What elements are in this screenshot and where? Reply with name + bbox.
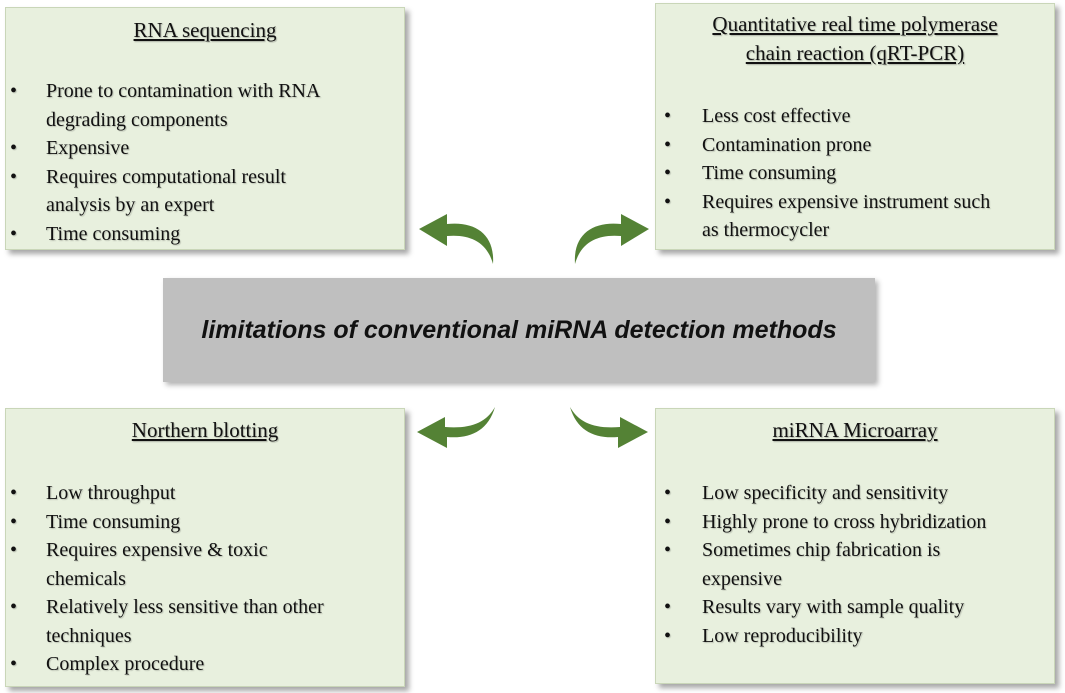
list-item: • Prone to contamination with RNA degradin… bbox=[6, 77, 404, 134]
list-item-text: Low specificity and sensitivity bbox=[702, 482, 949, 504]
list-item-text: Low reproducibility bbox=[702, 624, 863, 647]
list-item: • Results vary with sample quality bbox=[656, 593, 1054, 622]
northern-blotting-title: Northern blotting bbox=[131, 418, 279, 442]
qrt-pcr-title-line2: chain reaction (qRT-PCR) bbox=[745, 41, 965, 65]
list-item-text: Time consuming bbox=[46, 222, 181, 245]
list-item: • Requires expensive instrument such as th… bbox=[656, 188, 1054, 245]
bullet-icon: • bbox=[10, 80, 18, 102]
list-item-text: Expensive bbox=[46, 137, 130, 159]
mirna-microarray-list: • Low specificity and sensitivity • Highly … bbox=[656, 479, 1054, 650]
mirna-microarray-title: miRNA Microarray bbox=[772, 418, 938, 442]
central-topic-box: limitations of conventional miRNA detect… bbox=[163, 278, 875, 382]
list-item-text: Less cost effective bbox=[702, 105, 851, 127]
rna-sequencing-box: RNA sequencing • Prone to contamination w… bbox=[5, 7, 405, 250]
list-item: • Less cost effective bbox=[656, 102, 1054, 131]
rna-sequencing-list: • Prone to contamination with RNA degradin… bbox=[6, 77, 404, 248]
bullet-icon: • bbox=[664, 482, 672, 504]
bullet-icon: • bbox=[10, 482, 18, 504]
bullet-icon: • bbox=[10, 137, 18, 159]
qrt-pcr-title: Quantitative real time polymerase chain … bbox=[656, 4, 1054, 68]
list-item: • Requires expensive & toxic chemicals bbox=[6, 536, 404, 593]
northern-blotting-box: Northern blotting • Low throughput • Time c… bbox=[5, 408, 405, 687]
arrow-to-rna-sequencing-icon bbox=[419, 214, 494, 264]
list-item-text: Prone to contamination with RNA bbox=[46, 80, 321, 102]
qrt-pcr-box: Quantitative real time polymerase chain … bbox=[655, 3, 1055, 250]
list-item: • Time consuming bbox=[6, 508, 404, 537]
list-item-text: Requires expensive & toxic bbox=[46, 539, 268, 561]
bullet-icon: • bbox=[664, 162, 672, 184]
list-item-text: Contamination prone bbox=[702, 133, 872, 156]
list-item-text: Requires computational result bbox=[46, 165, 286, 188]
list-item: • Low throughput bbox=[6, 479, 404, 508]
list-item-text: expensive bbox=[702, 567, 782, 590]
bullet-icon: • bbox=[664, 190, 672, 213]
bullet-icon: • bbox=[664, 510, 672, 533]
qrt-pcr-list: • Less cost effective • Contamination prone… bbox=[656, 102, 1054, 245]
list-item-text: analysis by an expert bbox=[46, 194, 215, 216]
bullet-icon: • bbox=[664, 596, 672, 618]
bullet-icon: • bbox=[10, 596, 18, 618]
list-item-text: chemicals bbox=[46, 567, 126, 590]
bullet-icon: • bbox=[10, 539, 18, 561]
list-item-text: as thermocycler bbox=[702, 219, 830, 241]
list-item: • Expensive bbox=[6, 134, 404, 163]
list-item-text: Highly prone to cross hybridization bbox=[702, 510, 987, 533]
bullet-icon: • bbox=[664, 133, 672, 156]
bullet-icon: • bbox=[664, 624, 672, 647]
bullet-icon: • bbox=[10, 653, 18, 675]
arrow-to-northern-blotting-icon bbox=[417, 407, 495, 448]
list-item: • Low specificity and sensitivity bbox=[656, 479, 1054, 508]
list-item: • Low reproducibility bbox=[656, 622, 1054, 651]
list-item-text: degrading components bbox=[46, 108, 228, 131]
bullet-icon: • bbox=[10, 165, 18, 188]
list-item: • Requires computational result analysis b… bbox=[6, 163, 404, 220]
list-item: • Complex procedure bbox=[6, 650, 404, 679]
central-topic-title: limitations of conventional miRNA detect… bbox=[201, 315, 837, 344]
northern-blotting-list: • Low throughput • Time consuming • Requires … bbox=[6, 479, 404, 679]
list-item-text: Time consuming bbox=[702, 162, 837, 184]
arrow-to-mirna-microarray-icon bbox=[570, 407, 648, 448]
bullet-icon: • bbox=[664, 105, 672, 127]
mirna-microarray-box: miRNA Microarray • Low specificity and se… bbox=[655, 408, 1055, 684]
list-item: • Contamination prone bbox=[656, 131, 1054, 160]
list-item-text: Results vary with sample quality bbox=[702, 596, 965, 618]
arrow-to-qrt-pcr-icon bbox=[574, 214, 649, 264]
list-item: • Time consuming bbox=[6, 220, 404, 249]
list-item-text: Requires expensive instrument such bbox=[702, 190, 991, 213]
list-item: • Sometimes chip fabrication is expensive bbox=[656, 536, 1054, 593]
list-item-text: Low throughput bbox=[46, 482, 176, 504]
bullet-icon: • bbox=[664, 539, 672, 561]
bullet-icon: • bbox=[10, 222, 18, 245]
list-item: • Highly prone to cross hybridization bbox=[656, 508, 1054, 537]
qrt-pcr-title-line1: Quantitative real time polymerase bbox=[712, 12, 998, 36]
list-item-text: Complex procedure bbox=[46, 653, 205, 675]
list-item-text: Relatively less sensitive than other bbox=[46, 596, 324, 618]
list-item: • Relatively less sensitive than other tec… bbox=[6, 593, 404, 650]
list-item-text: Sometimes chip fabrication is bbox=[702, 539, 941, 561]
list-item: • Time consuming bbox=[656, 159, 1054, 188]
bullet-icon: • bbox=[10, 510, 18, 533]
rna-sequencing-title: RNA sequencing bbox=[133, 18, 277, 42]
list-item-text: Time consuming bbox=[46, 510, 181, 533]
list-item-text: techniques bbox=[46, 624, 132, 647]
